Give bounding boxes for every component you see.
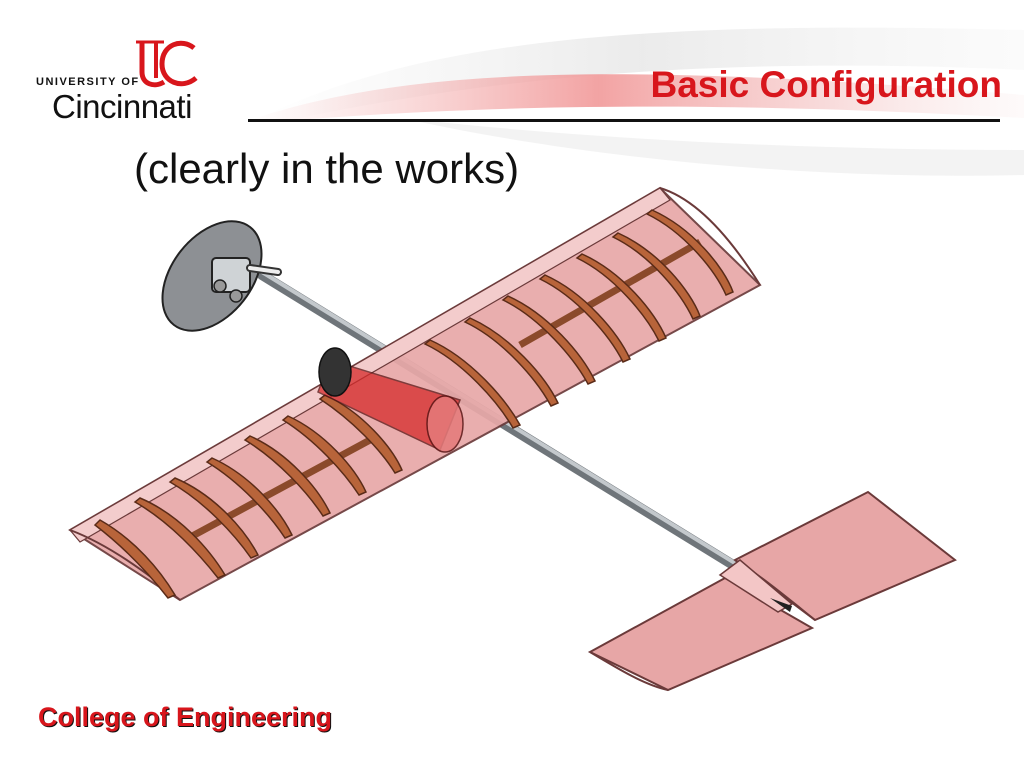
motor-mount (211, 257, 282, 303)
slide-subtitle: (clearly in the works) (134, 145, 520, 192)
logo-small-text: UNIVERSITY OF (36, 76, 140, 88)
uc-logo: UNIVERSITY OF Cincinnati (36, 38, 236, 128)
title-rule (248, 119, 1000, 122)
slide-title: Basic Configuration (650, 64, 1002, 105)
uc-logo-mark-icon (136, 40, 198, 88)
footer-college-label: College of Engineering (38, 702, 333, 732)
header-swoosh (250, 27, 1024, 176)
logo-wordmark: Cincinnati (52, 88, 192, 125)
tail-boom (257, 270, 795, 605)
fuselage-pod (317, 347, 464, 453)
horizontal-tail (587, 490, 957, 692)
